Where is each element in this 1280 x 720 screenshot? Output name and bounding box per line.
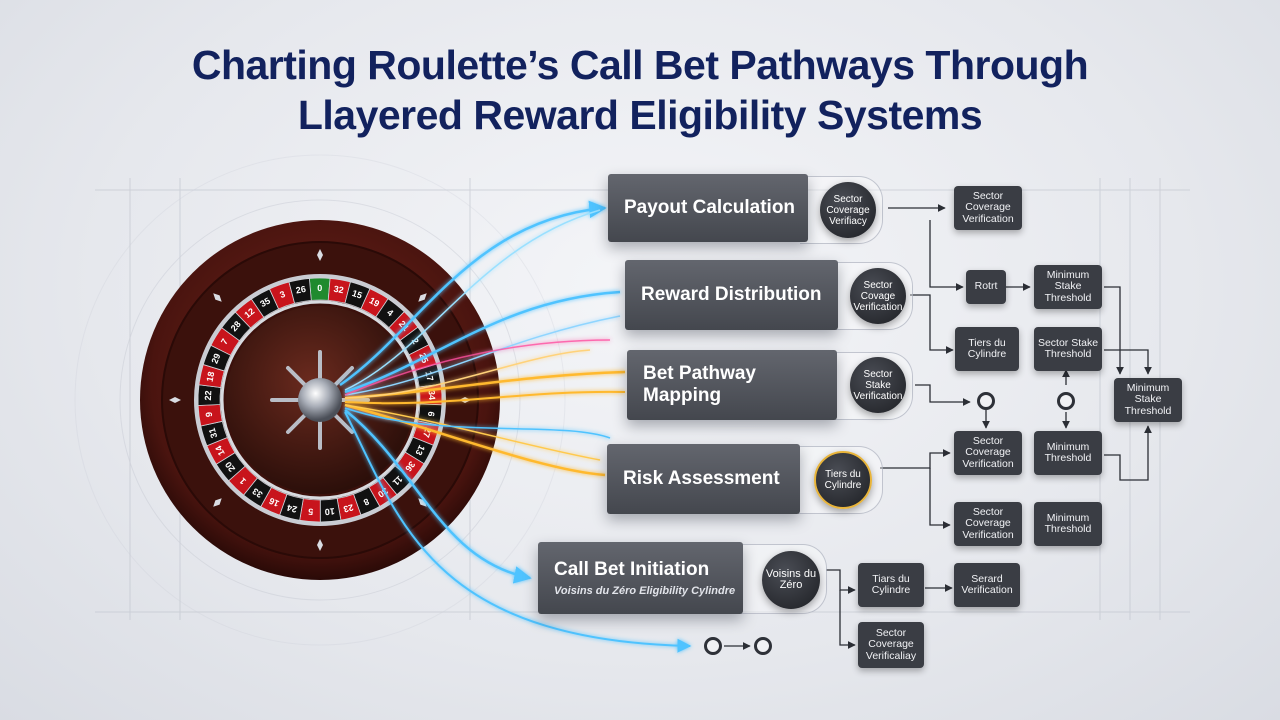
wheel-number: 32	[333, 284, 345, 296]
junction-ring-3	[704, 637, 722, 655]
node-sector-coverage-3[interactable]: Sector Coverage Verification	[954, 502, 1022, 546]
node-sector-coverage-4[interactable]: Sector Coverage Verificaliay	[858, 622, 924, 668]
wheel-number: 15	[351, 288, 364, 301]
wheel-number: 14	[213, 444, 226, 457]
junction-ring-4	[754, 637, 772, 655]
title-line-2: Llayered Reward Eligibility Systems	[297, 92, 983, 138]
wheel-number: 33	[251, 486, 265, 500]
wheel-number: 7	[219, 337, 230, 347]
wheel-number: 19	[368, 295, 382, 309]
voisins-du-zero-circle[interactable]: Voisins du Zéro	[762, 551, 820, 609]
wheel-number: 4	[385, 307, 395, 318]
wheel-number: 3	[278, 289, 286, 300]
wheel-number: 26	[295, 284, 307, 296]
wheel-number: 0	[317, 283, 322, 293]
node-minimum-threshold-2[interactable]: Minimum Threshold	[1034, 502, 1102, 546]
sector-coverage-circle-1[interactable]: Sector Coverage Verifiacy	[820, 182, 876, 238]
call-bet-sublabel: Voisins du Zéro Eligibility Cylindre	[554, 585, 736, 597]
wheel-diamond	[317, 539, 323, 551]
wheel-number: 16	[267, 496, 280, 509]
page-title: Charting Roulette’s Call Bet Pathways Th…	[0, 40, 1280, 140]
wheel-number: 36	[403, 459, 417, 473]
wheel-number: 28	[229, 319, 243, 333]
node-rotrt[interactable]: Rotrt	[966, 270, 1006, 304]
wheel-number: 22	[203, 390, 213, 400]
node-tiers-du-cylindre-1[interactable]: Tiers du Cylindre	[955, 327, 1019, 371]
sector-stake-circle[interactable]: Sector Stake Verification	[850, 357, 906, 413]
wheel-number: 12	[242, 306, 256, 320]
wheel-number: 8	[362, 496, 371, 507]
node-sector-coverage-2[interactable]: Sector Coverage Verification	[954, 431, 1022, 475]
node-serard-verification[interactable]: Serard Verification	[954, 563, 1020, 607]
wheel-number: 21	[397, 319, 411, 333]
node-minimum-threshold-1[interactable]: Minimum Threshold	[1034, 431, 1102, 475]
wheel-number: 20	[223, 460, 237, 474]
wheel-number: 34	[427, 390, 437, 400]
wheel-number: 35	[258, 296, 272, 310]
node-sector-stake[interactable]: Sector Stake Threshold	[1034, 327, 1102, 371]
wheel-diamond	[213, 498, 222, 507]
junction-ring-1	[977, 392, 995, 410]
wheel-diamond	[418, 293, 427, 302]
wheel-pocket	[288, 278, 312, 304]
wheel-number: 1	[237, 476, 248, 487]
risk-assessment-label: Risk Assessment	[623, 468, 780, 489]
wheel-diamond	[418, 498, 427, 507]
tiers-du-cylindre-circle[interactable]: Tiers du Cylindre	[814, 451, 872, 509]
title-line-1: Charting Roulette’s Call Bet Pathways Th…	[191, 42, 1089, 88]
wheel-number: 31	[207, 427, 220, 440]
reward-distribution-label: Reward Distribution	[641, 284, 822, 305]
wheel-diamond	[169, 397, 181, 403]
wheel-number: 23	[342, 502, 354, 514]
wheel-number: 2	[410, 336, 421, 346]
wheel-number: 17	[423, 370, 435, 382]
node-tiars-du-cylindre-2[interactable]: Tiars du Cylindre	[858, 563, 924, 607]
wheel-diamond	[317, 249, 323, 261]
call-bet-label: Call Bet Initiation	[554, 559, 710, 580]
node-minimum-stake-1[interactable]: Minimum Stake Threshold	[1034, 265, 1102, 309]
payout-calculation-label: Payout Calculation	[624, 197, 796, 218]
reward-distribution-box[interactable]: Reward Distribution	[625, 260, 838, 330]
wheel-number: 9	[204, 411, 215, 417]
node-minimum-stake-2[interactable]: Minimum Stake Threshold	[1114, 378, 1182, 422]
node-sector-coverage-1[interactable]: Sector Coverage Verification	[954, 186, 1022, 230]
wheel-number: 5	[308, 506, 314, 516]
payout-calculation-box[interactable]: Payout Calculation	[608, 174, 808, 242]
wheel-number: 29	[209, 352, 222, 365]
sector-coverage-circle-2[interactable]: Sector Covage Verification	[850, 268, 906, 324]
wheel-diamond	[213, 293, 222, 302]
wheel-number: 24	[286, 502, 298, 514]
wheel-number: 18	[205, 371, 217, 383]
wheel-number: 6	[426, 411, 437, 417]
bet-pathway-label-1: Bet Pathway	[643, 363, 756, 384]
wheel-number: 13	[413, 443, 426, 456]
wheel-number: 10	[324, 506, 335, 517]
bet-pathway-mapping-box[interactable]: Bet Pathway Mapping	[627, 350, 837, 420]
junction-ring-2	[1057, 392, 1075, 410]
risk-assessment-box[interactable]: Risk Assessment	[607, 444, 800, 514]
bet-pathway-label-2: Mapping	[643, 385, 722, 406]
call-bet-initiation-box[interactable]: Call Bet Initiation Voisins du Zéro Elig…	[538, 542, 743, 614]
flow-lines	[339, 200, 692, 653]
connector-lines	[724, 204, 1152, 650]
